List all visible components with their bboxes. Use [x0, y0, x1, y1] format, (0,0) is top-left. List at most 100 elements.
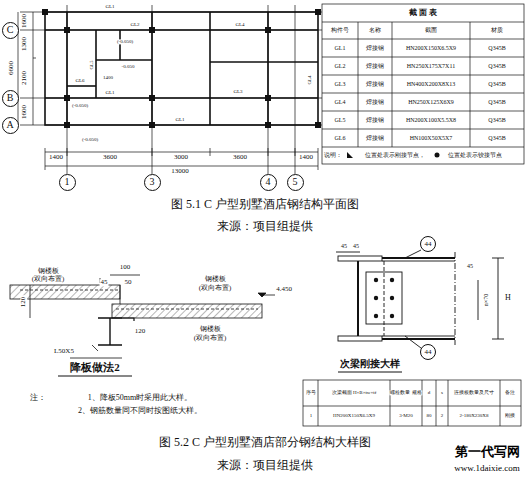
drawing-label: 备注: [504, 390, 516, 395]
drawing-label: 2、钢筋数量同不同时按图纸大样。: [77, 407, 203, 415]
drawing-label: 钢楼板: [37, 268, 60, 275]
plan-beams: [45, 12, 318, 125]
axis-bubble: 5: [287, 174, 304, 191]
drawing-label: GL6: [74, 78, 85, 83]
section-table: [322, 4, 524, 164]
drawing-label: 1400: [298, 154, 314, 161]
figure-caption: 图 5.2 C 户型别墅酒店部分钢结构大样图: [158, 436, 372, 449]
axis-bubble: C: [2, 22, 19, 39]
dimension-text: 6600: [8, 60, 15, 76]
drawing-label: GL4: [234, 22, 245, 27]
axis-bubble: 1: [59, 174, 76, 191]
bolt-table: [303, 380, 521, 426]
drawing-label: 50: [124, 279, 133, 286]
drawing-label: H: [504, 294, 512, 302]
dimension-text: 2100: [21, 70, 28, 86]
drawing-label: 3000: [173, 154, 189, 161]
drawing-label: 45: [100, 279, 109, 286]
drawing-label: 13000: [170, 168, 190, 175]
node-text: 3: [150, 177, 155, 187]
drawing-label: 焊接钢: [365, 117, 385, 123]
drawing-label: 说明：: [323, 152, 343, 158]
drawing-label: 1400: [102, 75, 114, 80]
drawing-label: GL1: [104, 90, 115, 95]
plan-grid: [18, 5, 322, 174]
drawing-label: GL2: [334, 63, 347, 69]
drawing-label: 焊接钢: [365, 45, 385, 51]
drawing-label: Q345B: [487, 63, 506, 69]
bolts: [374, 278, 394, 318]
drawing-label: d: [427, 390, 432, 395]
axis-bubble: A: [2, 117, 19, 134]
node-text: 4: [266, 177, 271, 187]
dimension-text: 1300: [21, 36, 28, 52]
drawing-label: (-0.050): [116, 39, 134, 44]
plan-columns: [42, 9, 321, 128]
drawing-label: HN200X150X6.5X9: [405, 45, 457, 51]
drawing-label: 位置处表示铰接节点: [447, 152, 503, 158]
slab-detail: [10, 275, 275, 358]
drawing-label: s: [440, 390, 444, 395]
drawing-label: HN200X150X6.5X9: [332, 413, 376, 418]
dimension-text: 1600: [21, 104, 28, 120]
drawing-label: 45: [352, 243, 360, 249]
drawing-label: 螺栓数量 规格: [389, 390, 422, 395]
drawing-label: 1: [309, 413, 314, 418]
figure-caption: 来源：项目组提供: [216, 459, 314, 472]
drawing-label: 材质: [490, 27, 504, 33]
drawing-label: GL4: [334, 99, 347, 105]
drawing-label: Q345B: [487, 81, 506, 87]
drawing-label: GL5: [334, 117, 347, 123]
drawing-label: Q345B: [487, 135, 506, 141]
drawing-label: 3600: [232, 154, 248, 161]
drawing-label: 刚接: [504, 413, 516, 418]
drawing-label: GL1: [174, 117, 185, 122]
drawing-label: 3600: [102, 154, 118, 161]
drawing-label: (双向布置): [193, 335, 228, 342]
dimension-text: 120: [20, 296, 27, 309]
drawing-label: 1400: [48, 154, 64, 161]
axis-bubble: 4: [260, 174, 277, 191]
drawing-label: GL3: [334, 81, 347, 87]
drawing-label: 焊接钢: [365, 135, 385, 141]
drawing-label: 截面: [424, 27, 438, 33]
node-text: 44: [425, 241, 432, 248]
drawing-label: 序号: [305, 390, 317, 395]
drawing-label: 100: [119, 264, 132, 271]
drawing-label: HN100X50X5X7: [409, 135, 454, 141]
drawing-label: 次梁截面 H×B×tw×tf: [331, 390, 378, 395]
drawing-label: HN250X175X7X11: [406, 63, 456, 69]
drawing-label: 80: [426, 413, 433, 418]
dimension-text: 1600: [21, 13, 28, 29]
drawing-label: 位置处表示刚接节点，: [364, 152, 426, 158]
drawing-label: Q345B: [487, 117, 506, 123]
drawing-label: www.1daixie.com: [453, 464, 520, 473]
dimension-text: GL4: [307, 74, 312, 85]
drawing-label: GL6: [334, 135, 347, 141]
callout-number: 44: [420, 344, 436, 360]
drawing-label: 45: [466, 263, 474, 269]
dimension-text: n×70: [483, 293, 489, 307]
drawing-label: 焊接钢: [365, 63, 385, 69]
drawing-label: (-0.050): [81, 137, 99, 142]
drawing-label: 名称: [368, 27, 382, 33]
dimension-text: GL5: [89, 59, 94, 70]
drawing-label: 降板做法2: [69, 362, 121, 374]
figure-caption: 图 5.1 C 户型别墅酒店钢结构平面图: [170, 198, 360, 211]
drawing-label: 连接板数量及尺寸: [453, 390, 495, 395]
drawing-label: (双向布置): [31, 276, 66, 283]
joint-symbols: [347, 152, 440, 158]
axis-bubble: B: [2, 90, 19, 107]
drawing-label: 3-M20: [398, 413, 414, 418]
drawing-label: GL1: [334, 45, 347, 51]
callout-number: 44: [420, 236, 436, 252]
drawing-label: GL3: [232, 89, 243, 94]
axis-bubble: 3: [144, 174, 161, 191]
drawing-label: GL1: [104, 4, 115, 9]
drawing-label: 4.450: [275, 286, 293, 293]
drawing-label: 构件号: [330, 27, 350, 33]
drawing-label: (双向布置): [198, 285, 233, 292]
drawing-label: 45: [340, 243, 348, 249]
drawing-label: 截 面 表: [408, 9, 438, 17]
drawing-label: 焊接钢: [365, 99, 385, 105]
